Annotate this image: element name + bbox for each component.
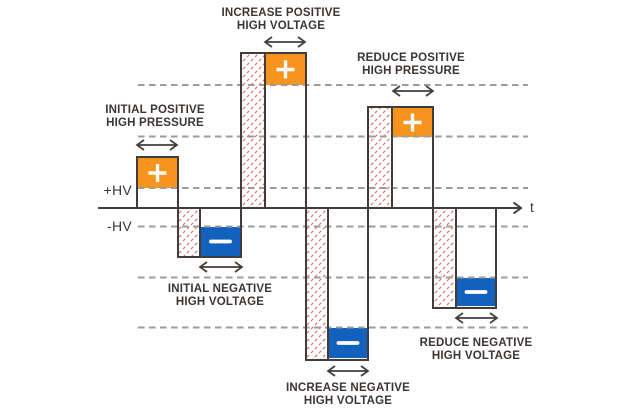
double-arrow-initial-positive-icon	[135, 139, 179, 151]
plus-icon	[276, 60, 295, 79]
hatch-divider-lines	[199, 53, 457, 360]
hatch-region-initial-negative	[178, 209, 199, 257]
plus-icon	[403, 113, 422, 132]
label-increase-positive: INCREASE POSITIVE HIGH VOLTAGE	[221, 7, 340, 32]
double-arrow-increase-negative-icon	[326, 365, 370, 377]
double-arrow-increase-positive-icon	[263, 36, 307, 48]
label-line: HIGH VOLTAGE	[431, 349, 521, 362]
voltage-gridlines	[138, 84, 528, 329]
label-increase-negative: INCREASE NEGATIVE HIGH VOLTAGE	[286, 382, 410, 407]
label-line: REDUCE POSITIVE	[357, 52, 465, 64]
axis-arrowhead-icon	[512, 201, 523, 215]
double-arrow-reduce-negative-icon	[454, 312, 499, 324]
label-line: REDUCE NEGATIVE	[419, 337, 533, 349]
label-line: INITIAL NEGATIVE	[167, 283, 273, 295]
minus-hv-label: -HV	[106, 218, 132, 234]
label-initial-negative: INITIAL NEGATIVE HIGH VOLTAGE	[168, 283, 272, 308]
label-reduce-positive: REDUCE POSITIVE HIGH PRESSURE	[357, 52, 465, 77]
label-line: HIGH VOLTAGE	[236, 19, 326, 32]
plus-icon	[148, 164, 167, 182]
waveform-outline	[136, 52, 497, 361]
label-line: INITIAL POSITIVE	[105, 104, 205, 116]
double-arrow-initial-negative-icon	[198, 261, 244, 273]
hatch-region-reduce-positive	[369, 108, 391, 207]
label-line: HIGH PRESSURE	[106, 116, 204, 129]
label-initial-positive: INITIAL POSITIVE HIGH PRESSURE	[105, 104, 204, 129]
double-arrow-reduce-positive-icon	[391, 85, 435, 97]
time-axis	[98, 201, 523, 215]
hatch-region-increase-negative	[306, 209, 327, 359]
label-line: INCREASE POSITIVE	[221, 7, 341, 19]
hatch-regions	[178, 54, 455, 359]
label-line: HIGH VOLTAGE	[175, 295, 265, 308]
polarity-signs	[148, 60, 488, 345]
duration-arrows	[135, 36, 499, 377]
time-axis-label: t	[530, 200, 534, 215]
plus-hv-label: +HV	[103, 182, 132, 198]
hatch-region-reduce-negative	[434, 209, 455, 307]
waveform-path	[136, 52, 497, 361]
hatch-region-increase-positive	[242, 54, 264, 207]
label-line: INCREASE NEGATIVE	[286, 382, 410, 394]
label-line: HIGH PRESSURE	[362, 64, 460, 77]
label-line: HIGH VOLTAGE	[303, 394, 393, 407]
label-reduce-negative: REDUCE NEGATIVE HIGH VOLTAGE	[420, 337, 533, 362]
